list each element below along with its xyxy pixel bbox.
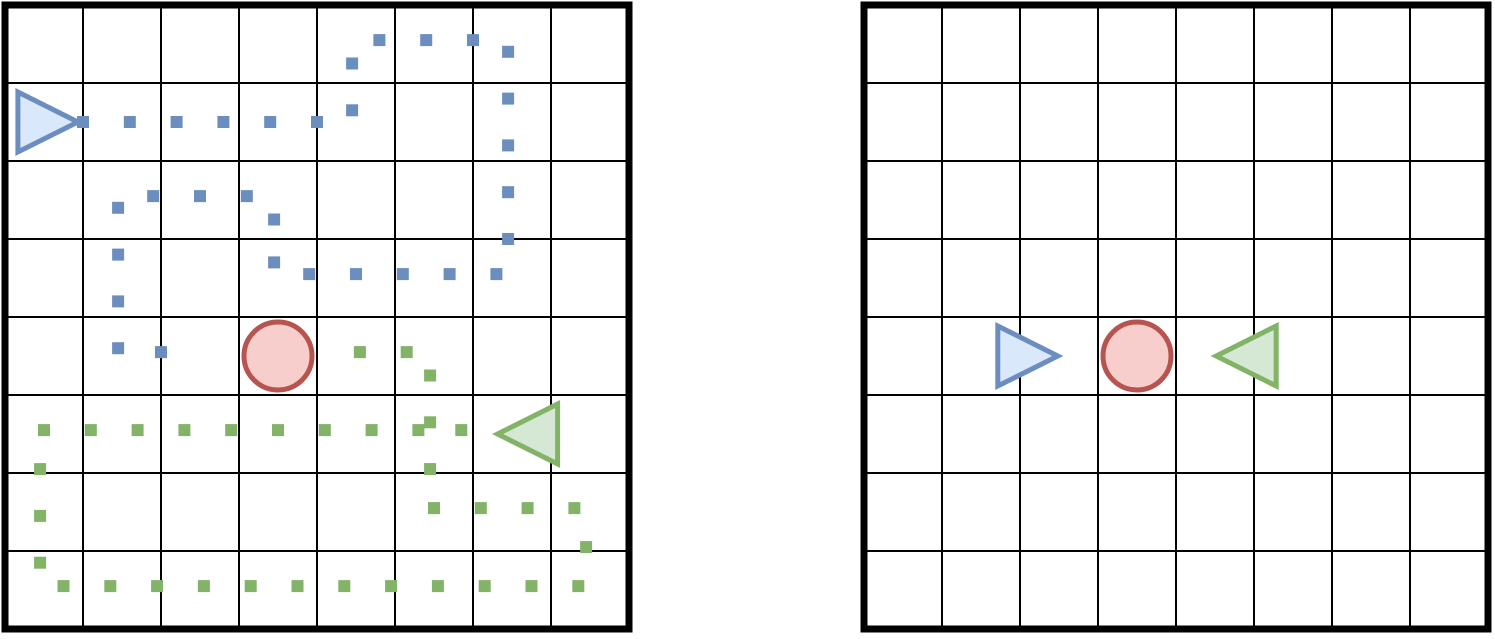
green-path-dot (365, 424, 378, 437)
green-path-dot (34, 463, 47, 476)
blue-path-dot (112, 295, 125, 308)
green-path-dot (428, 502, 440, 515)
blue-path-dot (350, 268, 362, 281)
green-path-dot (57, 580, 70, 593)
green-path-dot (272, 424, 284, 437)
left-grid-shapes (15, 87, 561, 469)
green-path-dot (400, 346, 413, 359)
green-path-dot (353, 346, 366, 359)
blue-path-dot (346, 104, 359, 117)
green-path-dot (291, 580, 304, 593)
green-path-dot (104, 580, 117, 593)
blue-path-dot (268, 213, 281, 226)
green-path-dot (225, 424, 238, 437)
blue-path-dot (264, 116, 277, 128)
green-path-dot (474, 502, 487, 515)
right-grid-border (860, 1, 1492, 633)
blue-path-dot (490, 268, 503, 281)
right-grid-shapes (995, 319, 1279, 393)
green-path-dot (34, 556, 47, 569)
green-path-dot (568, 502, 581, 515)
green-path-dot (412, 424, 425, 437)
green-path-dot (478, 580, 491, 593)
red-target-circle (1100, 319, 1174, 393)
green-path-dot (424, 369, 437, 382)
green-path-dot (38, 424, 50, 437)
blue-path-dot (373, 34, 386, 47)
green-path-dot (84, 424, 97, 437)
green-path-dot (318, 424, 331, 437)
green-path-dot (151, 580, 164, 593)
blue-agent-triangle (995, 321, 1064, 391)
blue-agent-path (77, 34, 515, 359)
blue-path-dot (396, 268, 409, 281)
blue-path-dot (502, 233, 515, 245)
blue-agent-triangle (15, 87, 84, 157)
left-grid (1, 1, 633, 633)
green-path-dot (131, 424, 144, 437)
blue-path-dot (112, 201, 125, 214)
green-path-dot (244, 580, 257, 593)
green-path-dot (424, 463, 437, 476)
green-path-dot (424, 416, 437, 429)
blue-path-dot (112, 248, 125, 261)
green-path-dot (34, 509, 47, 522)
green-agent-path (34, 346, 593, 593)
blue-path-dot (467, 34, 479, 47)
blue-path-dot (240, 190, 253, 203)
left-grid-border (1, 1, 633, 633)
green-path-dot (521, 502, 534, 515)
green-agent-triangle (1210, 321, 1279, 391)
blue-path-dot (443, 268, 456, 281)
blue-path-dot (170, 116, 183, 128)
green-path-dot (431, 580, 444, 593)
blue-path-dot (123, 116, 136, 128)
green-path-dot (197, 580, 210, 593)
green-path-dot (525, 580, 538, 593)
green-path-dot (455, 424, 468, 437)
blue-path-dot (346, 57, 359, 70)
blue-path-dot (502, 45, 515, 58)
blue-path-dot (502, 92, 515, 105)
blue-path-dot (268, 256, 281, 269)
blue-path-dot (217, 116, 230, 128)
red-target-circle (241, 319, 315, 393)
blue-path-dot (420, 34, 433, 47)
blue-path-dot (502, 186, 515, 199)
green-path-dot (178, 424, 191, 437)
blue-path-dot (311, 116, 323, 128)
blue-path-dot (112, 342, 125, 355)
blue-path-dot (147, 190, 160, 203)
green-path-dot (580, 541, 593, 554)
blue-path-dot (155, 346, 167, 359)
green-path-dot (385, 580, 398, 593)
right-grid (860, 1, 1492, 633)
blue-path-dot (194, 190, 206, 203)
green-path-dot (572, 580, 585, 593)
green-agent-triangle (492, 399, 561, 469)
blue-path-dot (303, 268, 316, 281)
green-path-dot (338, 580, 351, 593)
blue-path-dot (502, 139, 515, 152)
